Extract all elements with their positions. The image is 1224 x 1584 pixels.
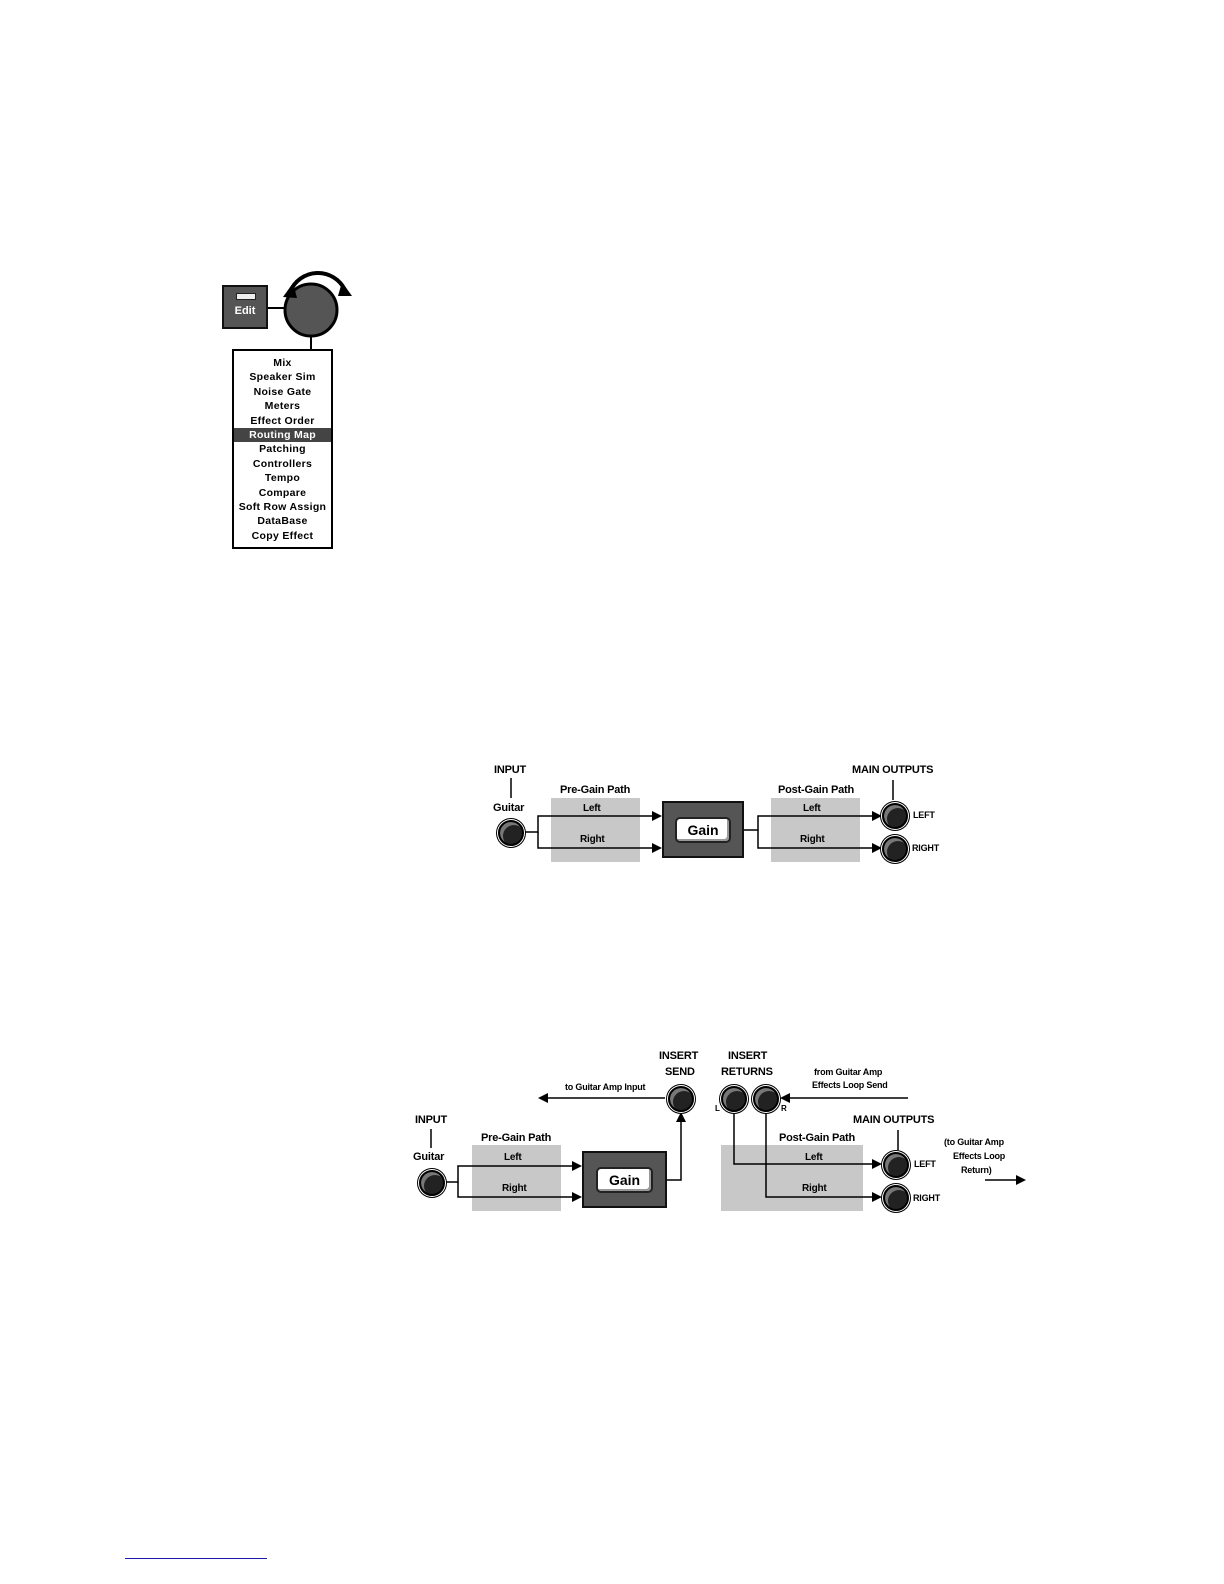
insert-return-right-jack bbox=[753, 1086, 779, 1112]
from-amp-label-1: from Guitar Amp bbox=[814, 1067, 883, 1077]
menu-item-noise-gate[interactable]: Noise Gate bbox=[253, 385, 312, 398]
post-gain-path-box bbox=[771, 798, 860, 862]
guitar-label-2: Guitar bbox=[413, 1151, 445, 1163]
edit-button-label: Edit bbox=[234, 305, 256, 317]
menu-item-soft-row-assign[interactable]: Soft Row Assign bbox=[238, 500, 327, 513]
input-label-2: INPUT bbox=[415, 1114, 448, 1126]
menu-item-mix[interactable]: Mix bbox=[273, 357, 292, 369]
guitar-label: Guitar bbox=[493, 802, 525, 814]
main-outputs-label-2: MAIN OUTPUTS bbox=[853, 1114, 935, 1126]
menu-item-routing-map[interactable]: Routing Map bbox=[234, 427, 331, 443]
gain-block-2: Gain bbox=[582, 1151, 667, 1208]
return-r-label: R bbox=[781, 1104, 787, 1113]
insert-send-label-2: SEND bbox=[665, 1066, 695, 1078]
edit-menu: Mix Speaker Sim Noise Gate Meters Effect… bbox=[232, 349, 333, 549]
guitar-input-jack-2 bbox=[419, 1170, 445, 1196]
insert-returns-label-1: INSERT bbox=[728, 1050, 768, 1062]
menu-item-speaker-sim[interactable]: Speaker Sim bbox=[249, 371, 316, 384]
to-amp-return-label-3: Return) bbox=[961, 1165, 992, 1175]
right-output-jack bbox=[882, 836, 908, 862]
menu-item-effect-order[interactable]: Effect Order bbox=[250, 414, 315, 427]
pre-gain-path-box bbox=[551, 798, 640, 862]
menu-item-compare[interactable]: Compare bbox=[258, 486, 307, 499]
post-gain-path-label-2: Post-Gain Path bbox=[779, 1132, 856, 1144]
post-gain-path-box-2 bbox=[721, 1145, 863, 1211]
menu-item-meters[interactable]: Meters bbox=[264, 400, 301, 413]
pre-gain-path-label: Pre-Gain Path bbox=[560, 784, 631, 796]
pre-gain-path-box-2 bbox=[472, 1145, 561, 1211]
guitar-input-jack bbox=[498, 820, 524, 846]
post-gain-left-label-2: Left bbox=[805, 1152, 823, 1163]
left-output-jack bbox=[882, 803, 908, 829]
pre-gain-path-label-2: Pre-Gain Path bbox=[481, 1132, 552, 1144]
menu-item-patching[interactable]: Patching bbox=[259, 443, 306, 456]
footer-link-rule bbox=[125, 1558, 267, 1559]
pre-gain-right-label-2: Right bbox=[502, 1183, 527, 1194]
insert-send-label-1: INSERT bbox=[659, 1050, 699, 1062]
post-gain-path-label: Post-Gain Path bbox=[778, 784, 855, 796]
pre-gain-left-label-2: Left bbox=[504, 1152, 522, 1163]
pre-gain-right-label: Right bbox=[580, 834, 605, 845]
post-gain-left-label: Left bbox=[803, 803, 821, 814]
menu-item-controllers[interactable]: Controllers bbox=[252, 457, 313, 470]
gain-button-2[interactable]: Gain bbox=[596, 1167, 653, 1193]
to-amp-return-label-2: Effects Loop bbox=[953, 1151, 1006, 1161]
insert-send-jack bbox=[668, 1086, 694, 1112]
gain-block: Gain bbox=[662, 801, 744, 858]
input-label: INPUT bbox=[494, 764, 527, 776]
post-gain-right-label-2: Right bbox=[802, 1183, 827, 1194]
menu-item-database[interactable]: DataBase bbox=[257, 515, 308, 528]
post-gain-right-label: Right bbox=[800, 834, 825, 845]
pre-gain-left-label: Left bbox=[583, 803, 601, 814]
edit-button[interactable]: Edit bbox=[222, 285, 268, 329]
menu-item-tempo[interactable]: Tempo bbox=[264, 472, 301, 485]
menu-item-copy-effect[interactable]: Copy Effect bbox=[251, 529, 314, 542]
return-l-label: L bbox=[715, 1104, 720, 1113]
left-output-label: LEFT bbox=[913, 810, 935, 820]
edit-button-indicator bbox=[236, 293, 256, 300]
from-amp-label-2: Effects Loop Send bbox=[812, 1080, 888, 1090]
right-output-jack-2 bbox=[883, 1185, 909, 1211]
right-output-label: RIGHT bbox=[912, 843, 939, 853]
right-output-label-2: RIGHT bbox=[913, 1193, 940, 1203]
main-outputs-label: MAIN OUTPUTS bbox=[852, 764, 934, 776]
to-amp-return-label-1: (to Guitar Amp bbox=[944, 1137, 1004, 1147]
left-output-jack-2 bbox=[883, 1152, 909, 1178]
gain-button[interactable]: Gain bbox=[675, 817, 731, 843]
left-output-label-2: LEFT bbox=[914, 1159, 936, 1169]
insert-returns-label-2: RETURNS bbox=[721, 1066, 773, 1078]
to-amp-input-label: to Guitar Amp Input bbox=[565, 1082, 646, 1092]
insert-return-left-jack bbox=[721, 1086, 747, 1112]
